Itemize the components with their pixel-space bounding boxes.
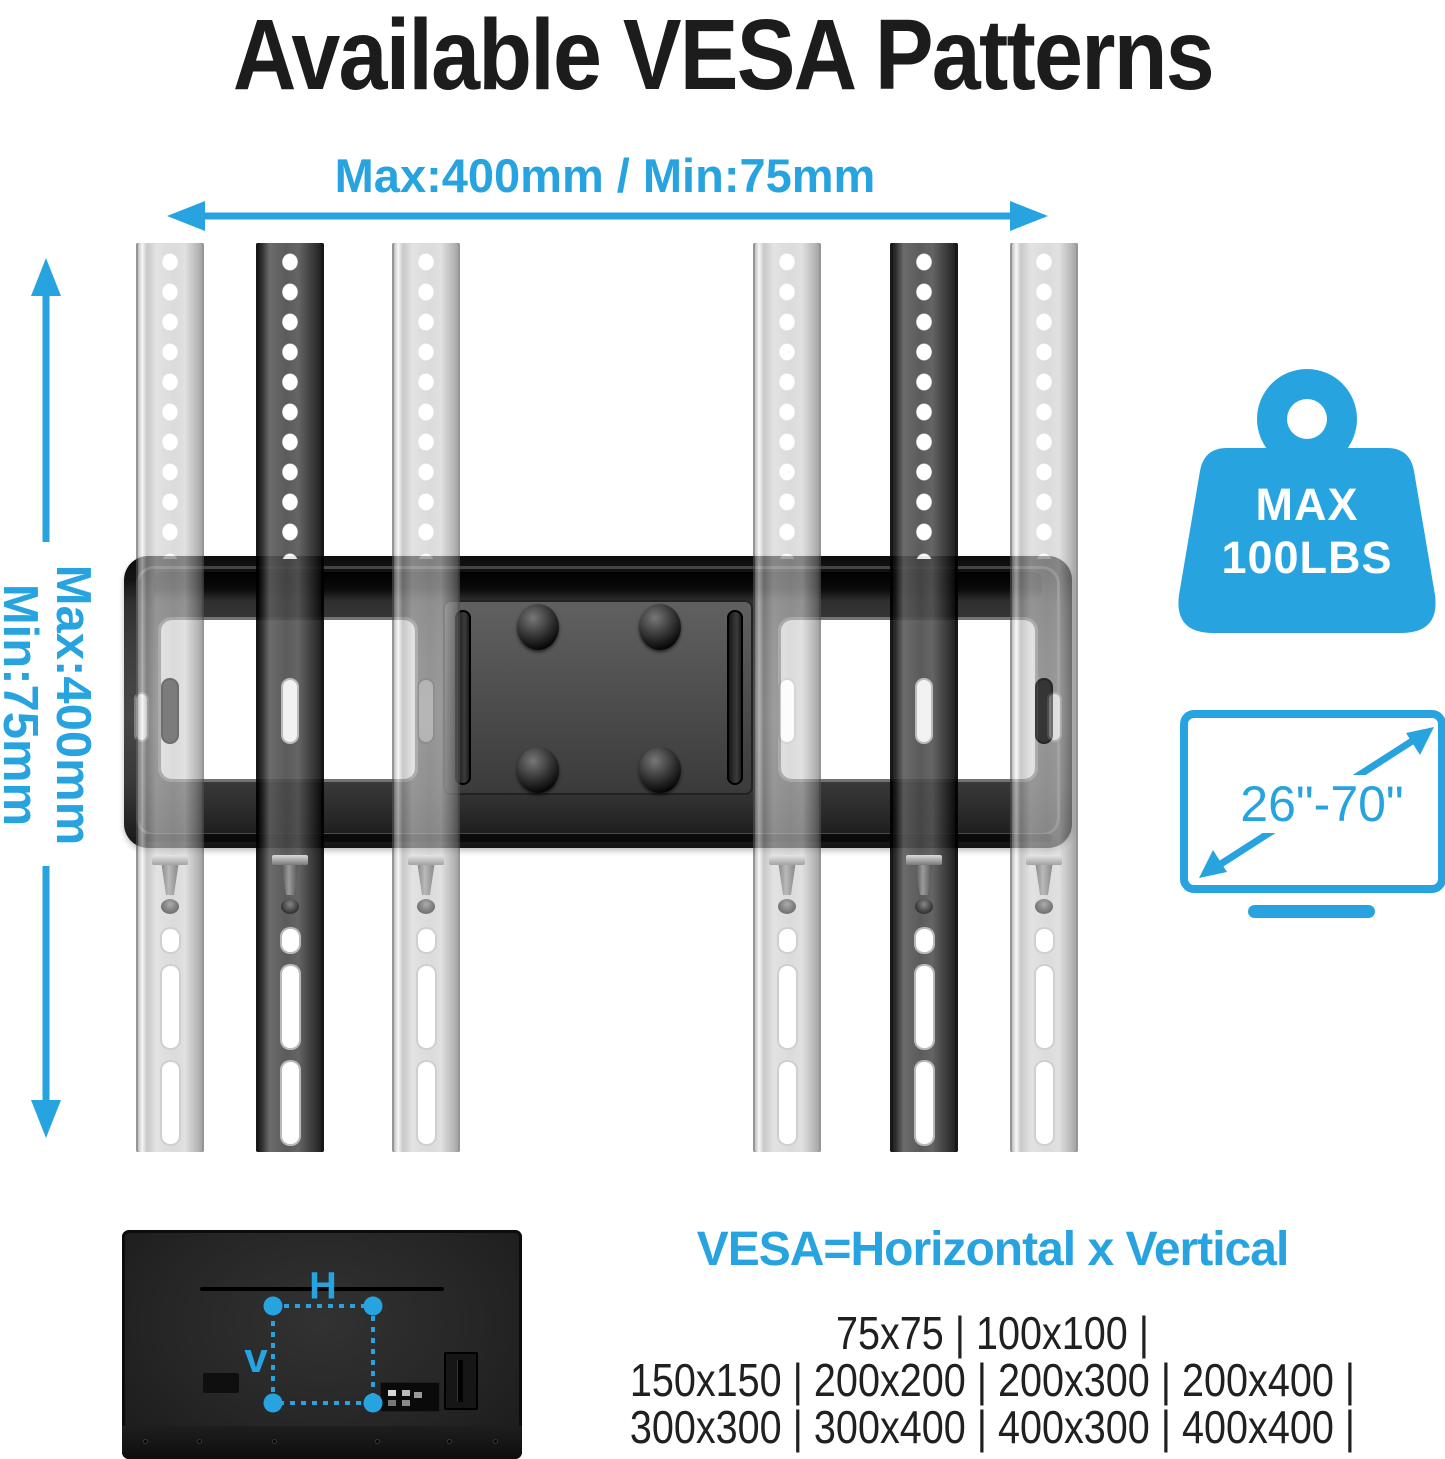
mount-screw (639, 747, 681, 793)
screen-size-range-label: 26"-70" (1236, 775, 1408, 833)
tv-back-groove (200, 1287, 444, 1291)
rail-slot (913, 964, 935, 1050)
weight-capacity-icon (1178, 369, 1436, 633)
mount-screw (517, 604, 559, 650)
rail-slot (776, 927, 798, 954)
rail-bolt (281, 899, 299, 914)
rail-mid-slot (417, 678, 435, 744)
rail-screw-head (272, 855, 308, 865)
weight-max-label: MAX (1255, 479, 1359, 530)
rail-slot (415, 927, 437, 954)
rail-slot (159, 964, 181, 1050)
rail-bolt (1035, 899, 1053, 914)
rail-holes (136, 247, 204, 559)
horizontal-spacing-label: H (309, 1265, 337, 1308)
rail-slot (1033, 964, 1055, 1050)
horizontal-dimension-label: Max:400mm / Min:75mm (334, 149, 876, 202)
rail-slot (279, 927, 301, 954)
vesa-pattern-line: 300x300 | 300x400 | 400x300 | 400x400 | (629, 1401, 1356, 1453)
rail-slot (913, 927, 935, 954)
vesa-rail-position-2 (392, 243, 460, 1152)
rail-screw-head (1026, 855, 1062, 865)
rail-bolt (915, 899, 933, 914)
rail-screw-stem (915, 865, 933, 895)
rail-mid-slot (915, 678, 933, 744)
rail-slot (159, 927, 181, 954)
vesa-pattern-line: 75x75 | 100x100 | (835, 1307, 1150, 1359)
rail-holes (753, 247, 821, 559)
vertical-dimension-min: Min:75mm (0, 583, 47, 827)
rail-slot (1033, 1060, 1055, 1146)
tv-side-connector-panel (444, 1352, 478, 1410)
rail-slot (776, 1060, 798, 1146)
vesa-pattern-line: 150x150 | 200x200 | 200x300 | 200x400 | (629, 1354, 1356, 1406)
rail-screw-stem (1035, 865, 1053, 895)
plate-right-slot (727, 610, 743, 785)
vesa-rail-position-1 (136, 243, 204, 1152)
rail-screw-head (906, 855, 942, 865)
rail-screw-head (408, 855, 444, 865)
vertical-dimension-label: Max:400mm Min:75mm (0, 564, 100, 846)
rail-slot (415, 1060, 437, 1146)
rail-holes (256, 247, 324, 559)
rail-mid-slot (161, 678, 179, 744)
tv-ports-panel (380, 1382, 440, 1412)
plate-bottom-lip (144, 834, 1052, 842)
vesa-rail-position-4 (1010, 243, 1078, 1152)
rail-holes (890, 247, 958, 559)
rail-holes (1010, 247, 1078, 559)
rail-mid-slot (1035, 678, 1053, 744)
vertical-spacing-label: v (244, 1334, 268, 1381)
rail-screw-head (769, 855, 805, 865)
rail-screw-stem (417, 865, 435, 895)
vesa-rail-installed-right (890, 243, 958, 1152)
vesa-rail-position-3 (753, 243, 821, 1152)
page-title: Available VESA Patterns (232, 0, 1214, 111)
rail-slot (279, 1060, 301, 1146)
rail-screw-stem (778, 865, 796, 895)
vertical-dimension-max: Max:400mm (46, 564, 100, 846)
rail-screw-head (152, 855, 188, 865)
rail-bolt (161, 899, 179, 914)
rail-holes (392, 247, 460, 559)
tv-back-panel (122, 1230, 522, 1459)
rail-screw-stem (281, 865, 299, 895)
tv-bottom-bezel (122, 1426, 522, 1459)
horizontal-double-arrow-icon (167, 201, 1048, 231)
mount-screw (517, 747, 559, 793)
rail-screw-stem (161, 865, 179, 895)
rail-slot (913, 1060, 935, 1146)
rail-slot (159, 1060, 181, 1146)
vesa-rail-installed-left (256, 243, 324, 1152)
vesa-hole-pattern-overlay (263, 1296, 383, 1413)
rail-slot (415, 964, 437, 1050)
vertical-arrow-down-icon (31, 866, 61, 1138)
rail-mid-slot (778, 678, 796, 744)
rail-mid-slot (281, 678, 299, 744)
vesa-pattern-list: 75x75 | 100x100 | 150x150 | 200x200 | 20… (540, 1310, 1445, 1451)
rail-slot (1033, 927, 1055, 954)
mount-screw (639, 604, 681, 650)
rail-slot (776, 964, 798, 1050)
rail-bolt (417, 899, 435, 914)
weight-lbs-label: 100LBS (1221, 532, 1393, 583)
rail-bolt (778, 899, 796, 914)
vertical-arrow-up-icon (31, 258, 61, 542)
vesa-formula-heading: VESA=Horizontal x Vertical (696, 1223, 1290, 1276)
rail-slot (279, 964, 301, 1050)
plate-center-vesa-block (443, 600, 753, 795)
tv-label-sticker (203, 1373, 239, 1393)
screen-size-icon (1180, 710, 1445, 918)
